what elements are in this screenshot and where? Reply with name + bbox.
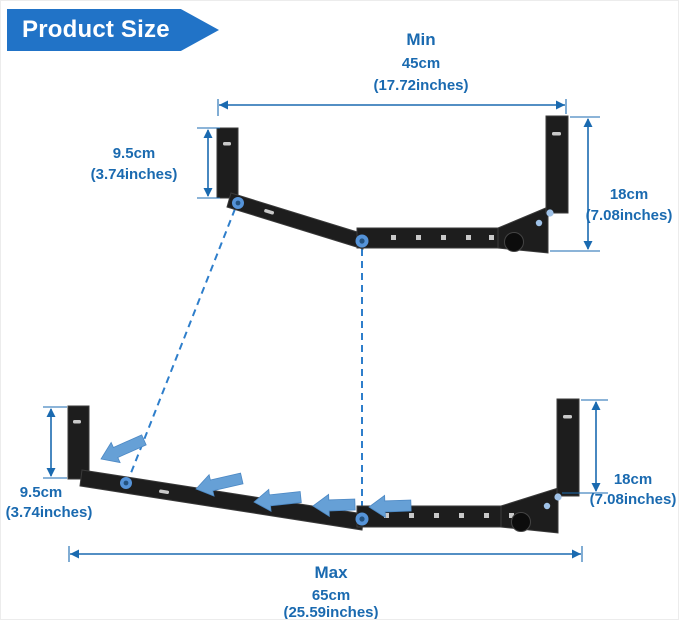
bracket-min [216,115,569,254]
max-left-cm-label: 9.5cm [20,484,63,501]
max-right-cm-label: 18cm [614,471,652,488]
slide-arrow-icon [368,494,412,519]
min-left-cm-label: 9.5cm [113,145,156,162]
min-width-cm-label: 45cm [402,55,440,72]
max-adjust-knob [511,512,531,532]
banner-title: Product Size [22,16,170,43]
min-left-arm [226,192,368,250]
max-left-post [67,405,90,480]
min-title-label: Min [406,30,435,49]
slide-direction-arrows [100,434,412,519]
slide-arrow-icon [312,493,356,518]
product-size-banner: Product Size [7,9,219,51]
min-screws [232,197,554,248]
projection-dashed-lines [128,208,363,512]
min-right-cm-label: 18cm [610,186,648,203]
min-adjust-knob [504,232,524,252]
slide-arrow-icon [195,472,244,497]
bracket-max [67,398,580,534]
min-right-post [545,115,569,214]
max-width-dimension: Max 65cm (25.59inches) [68,546,583,620]
max-right-post [556,398,580,497]
min-left-height-dimension: 9.5cm (3.74inches) [91,127,220,199]
max-title-label: Max [314,563,348,582]
max-right-height-dimension: 18cm (7.08inches) [562,399,677,508]
max-screws [120,477,562,526]
min-right-height-dimension: 18cm (7.08inches) [550,116,673,252]
max-left-in-label: (3.74inches) [6,504,93,521]
max-width-cm-label: 65cm [312,587,350,604]
min-right-in-label: (7.08inches) [586,207,673,224]
slide-arrow-icon [253,488,302,512]
slide-arrow-icon [100,434,147,464]
min-left-in-label: (3.74inches) [91,166,178,183]
min-holes [223,132,561,240]
max-left-height-dimension: 9.5cm (3.74inches) [6,406,93,521]
max-right-in-label: (7.08inches) [590,491,677,508]
min-width-dimension: Min 45cm (17.72inches) [217,30,567,116]
min-width-in-label: (17.72inches) [373,77,468,94]
max-holes [73,415,572,518]
min-left-post [216,127,239,199]
max-width-in-label: (25.59inches) [283,604,378,620]
